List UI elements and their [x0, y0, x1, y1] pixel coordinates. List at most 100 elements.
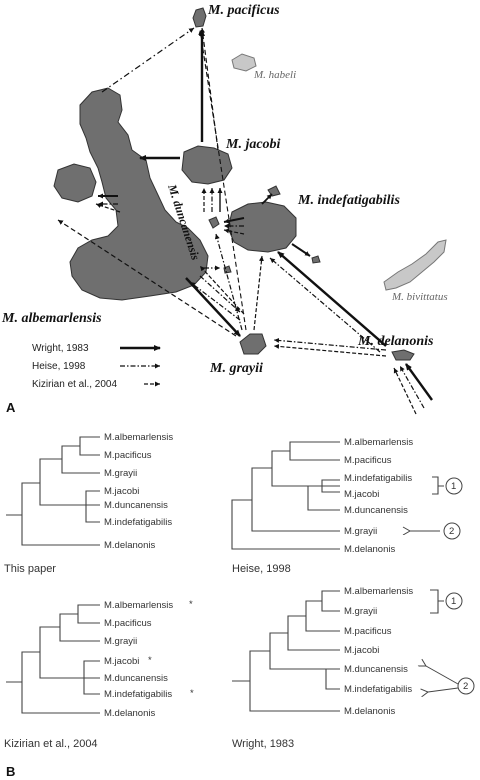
tree3-star: * — [148, 655, 152, 666]
tree2-leaf: M.delanonis — [344, 544, 395, 555]
island-delanonis — [391, 349, 415, 361]
tree3-leaf: M.jacobi — [104, 656, 139, 667]
arrow-heise-to-delanonis — [399, 365, 425, 409]
arrow-kizirian-delanonis-grayii — [273, 343, 387, 357]
tree1-leaf: M.delanonis — [104, 540, 155, 551]
tree4-marker-2-circle — [457, 677, 475, 695]
tree4-arrow-2b — [428, 687, 459, 692]
tree1-leaf: M.albemarlensis — [104, 432, 173, 443]
arrow-kizirian-grayii-alb-2 — [199, 265, 245, 315]
tree2-marker-1: 1 — [451, 481, 456, 492]
island-map — [53, 7, 447, 361]
tree2-leaf: M.pacificus — [344, 455, 392, 466]
tree4-leaf: M.jacobi — [344, 645, 379, 656]
tree3-caption: Kizirian et al., 2004 — [4, 738, 98, 750]
arrow-kizirian-grayii-pacificus — [198, 29, 247, 331]
tree4-leaf: M.grayii — [344, 606, 377, 617]
tree1-leaf: M.grayii — [104, 468, 137, 479]
arrow-heise-delanonis-indef — [269, 257, 381, 353]
island-jacobi — [181, 145, 233, 185]
tree2-marker-2: 2 — [449, 526, 454, 537]
label-pacificus: M. pacificus — [207, 3, 280, 18]
arrow-kizirian-alb-fernandina — [95, 203, 121, 213]
tree1-leaf: M.indefatigabilis — [104, 517, 172, 528]
tree4-leaf: M.pacificus — [344, 626, 392, 637]
tree4-marker-1-circle — [445, 592, 463, 610]
island-bivittatus — [383, 239, 447, 291]
islet-small-a — [267, 185, 281, 197]
label-albemarlensis: M. albemarlensis — [1, 311, 102, 326]
label-habeli: M. habeli — [253, 69, 296, 81]
tree3-star: * — [189, 599, 193, 610]
arrow-indef-islet-b — [291, 243, 311, 257]
island-duncanensis — [208, 216, 220, 229]
legend-kizirian-label: Kizirian et al., 2004 — [32, 379, 117, 390]
tree2-marker-1-circle — [445, 477, 463, 495]
arrow-kizirian-indef-duncanensis — [223, 228, 245, 235]
tree1-leaf: M.jacobi — [104, 486, 139, 497]
panel-label-a: A — [6, 400, 16, 415]
tree3-branches — [6, 604, 100, 714]
tree2-leaf: M.jacobi — [344, 489, 379, 500]
arrow-heise-albemarlensis-pacificus — [101, 27, 195, 93]
tree4-leaf: M.duncanensis — [344, 664, 408, 675]
tree1-leaf: M.pacificus — [104, 450, 152, 461]
tree2-caption: Heise, 1998 — [232, 563, 291, 575]
tree-heise-1998: M.albemarlensis M.pacificus M.indefatiga… — [231, 437, 463, 575]
tree4-marker-1: 1 — [451, 596, 456, 607]
arrow-wright-delanonis-indef — [277, 251, 387, 347]
tree3-leaf: M.indefatigabilis — [104, 689, 172, 700]
island-fernandina — [53, 163, 97, 203]
tree2-leaf: M.duncanensis — [344, 505, 408, 516]
legend-heise-label: Heise, 1998 — [32, 361, 86, 372]
island-grayii — [239, 333, 267, 355]
tree3-star: * — [190, 688, 194, 699]
tree2-leaf: M.indefatigabilis — [344, 473, 412, 484]
tree2-bracket-1 — [432, 476, 444, 495]
tree2-marker-2-circle — [443, 522, 461, 540]
tree1-branches — [6, 436, 100, 546]
islet-small-b — [311, 255, 321, 264]
island-albemarlensis — [69, 87, 209, 301]
tree1-caption: This paper — [4, 563, 56, 575]
tree4-leaf: M.indefatigabilis — [344, 684, 412, 695]
tree4-bracket-1 — [430, 589, 444, 614]
tree2-branches — [231, 441, 340, 550]
tree2-leaf: M.grayii — [344, 526, 377, 537]
tree3-leaf: M.albemarlensis — [104, 600, 173, 611]
tree-kizirian-2004: M.albemarlensis * M.pacificus M.grayii M… — [4, 599, 194, 750]
arrow-heise-delanonis-grayii — [273, 337, 387, 351]
arrow-wright-to-delanonis — [405, 363, 433, 401]
label-delanonis: M. delanonis — [357, 334, 434, 349]
tree3-leaf: M.duncanensis — [104, 673, 168, 684]
arrow-heise-grayii-duncanensis — [214, 233, 243, 331]
arrow-wright-alb-grayii — [185, 277, 241, 337]
tree-this-paper: M.albemarlensis M.pacificus M.grayii M.j… — [4, 432, 173, 575]
label-grayii: M. grayii — [209, 361, 263, 376]
tree4-caption: Wright, 1983 — [232, 738, 294, 750]
arrow-heise-grayii-alb — [189, 281, 241, 321]
tree3-leaf: M.grayii — [104, 636, 137, 647]
island-pacificus — [192, 7, 207, 28]
arrow-wright-indef-duncanensis — [223, 217, 245, 224]
island-habeli — [231, 53, 257, 72]
tree4-marker-2: 2 — [463, 681, 468, 692]
tree-wright-1983: M.albemarlensis M.grayii M.pacificus M.j… — [232, 586, 475, 750]
tree3-leaf: M.pacificus — [104, 618, 152, 629]
legend: Wright, 1983 Heise, 1998 Kizirian et al.… — [32, 343, 161, 390]
legend-wright-label: Wright, 1983 — [32, 343, 89, 354]
tree4-arrow-2a — [426, 666, 459, 685]
label-jacobi: M. jacobi — [225, 137, 281, 152]
island-indefatigabilis — [227, 201, 297, 253]
colonization-arrows — [57, 27, 433, 415]
label-bivittatus: M. bivittatus — [391, 291, 448, 303]
tree4-leaf: M.albemarlensis — [344, 586, 413, 597]
label-indefatigabilis: M. indefatigabilis — [297, 193, 400, 208]
panel-label-b: B — [6, 764, 15, 779]
arrow-kizirian-grayii-indef — [253, 255, 264, 331]
tree4-branches — [232, 590, 340, 712]
tree2-leaf: M.albemarlensis — [344, 437, 413, 448]
arrow-indef-islet-a — [261, 193, 273, 205]
tree1-leaf: M.duncanensis — [104, 500, 168, 511]
